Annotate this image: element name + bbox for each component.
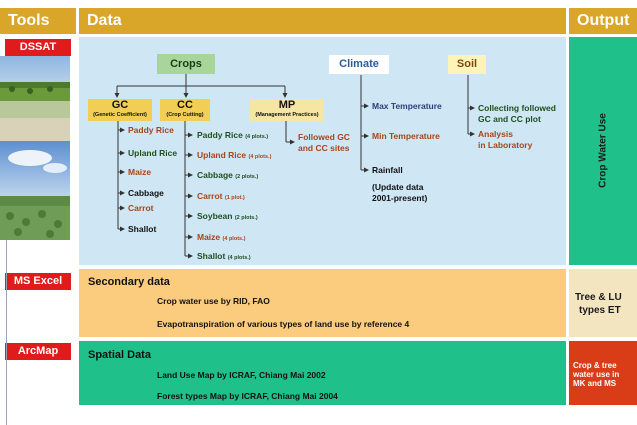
primary-data-panel bbox=[79, 37, 566, 265]
cc-subtitle: (Crop Cutting) bbox=[166, 112, 204, 118]
mp-note: Followed GC and CC sites bbox=[298, 132, 350, 153]
gc-item-carrot: Carrot bbox=[128, 203, 154, 213]
secondary-line-2: Evapotranspiration of various types of l… bbox=[157, 319, 410, 329]
gc-subtitle: (Genetic Coefficient) bbox=[93, 112, 147, 118]
cc-item-soybean: Soybean (2 plots.) bbox=[197, 211, 258, 221]
climate-item-min-temperature: Min Temperature bbox=[372, 131, 440, 141]
soil-item-collecting: Collecting followed GC and CC plot bbox=[478, 103, 556, 124]
gc-item-shallot: Shallot bbox=[128, 224, 157, 234]
output-crop-water-use-panel bbox=[569, 37, 637, 265]
spatial-title: Spatial Data bbox=[88, 349, 151, 361]
output-tree-lu-panel bbox=[569, 269, 637, 337]
secondary-title: Secondary data bbox=[88, 276, 170, 288]
gc-item-cabbage: Cabbage bbox=[128, 188, 164, 198]
soil-chip: Soil bbox=[448, 55, 486, 74]
secondary-line-1: Crop water use by RID, FAO bbox=[157, 296, 270, 306]
cc-item-carrot: Carrot (1 plot.) bbox=[197, 191, 245, 201]
climate-chip: Climate bbox=[329, 55, 389, 74]
climate-note: (Update data 2001-present) bbox=[372, 182, 428, 203]
tool-dssat: DSSAT bbox=[5, 39, 71, 56]
spatial-data-panel bbox=[79, 341, 566, 405]
gc-item-paddy-rice: Paddy Rice bbox=[128, 125, 174, 135]
tool-ms-excel: MS Excel bbox=[5, 273, 71, 290]
gc-item-maize: Maize bbox=[128, 167, 152, 177]
cc-item-cabbage: Cabbage (2 plots.) bbox=[197, 170, 259, 180]
mp-chip: MP (Management Practices) bbox=[250, 99, 324, 121]
output-header: Output bbox=[569, 8, 637, 34]
cc-item-shallot: Shallot (4 plots.) bbox=[197, 251, 251, 261]
output-crop-tree-panel bbox=[569, 341, 637, 405]
mp-subtitle: (Management Practices) bbox=[255, 112, 319, 118]
spatial-line-1: Land Use Map by ICRAF, Chiang Mai 2002 bbox=[157, 370, 326, 380]
output-crop-water-use-label: Crop Water Use bbox=[597, 113, 609, 188]
cc-item-upland-rice: Upland Rice (4 plots.) bbox=[197, 150, 272, 160]
cc-chip: CC (Crop Cutting) bbox=[160, 99, 210, 121]
output-tree-lu-label: Tree & LU types ET bbox=[575, 292, 622, 316]
tools-header: Tools bbox=[0, 8, 76, 34]
cc-title: CC bbox=[177, 99, 193, 111]
gc-title: GC bbox=[111, 99, 129, 111]
climate-item-max-temperature: Max Temperature bbox=[372, 101, 442, 111]
field-photo-illustration bbox=[0, 56, 70, 240]
gc-item-upland-rice: Upland Rice bbox=[128, 148, 178, 158]
output-crop-tree-label: Crop & tree water use in MK and MS bbox=[573, 361, 620, 388]
crops-chip: Crops bbox=[157, 54, 215, 74]
climate-item-rainfall: Rainfall bbox=[372, 165, 403, 175]
tool-arcmap: ArcMap bbox=[5, 343, 71, 360]
gc-chip: GC (Genetic Coefficient) bbox=[88, 99, 152, 121]
mp-title: MP bbox=[278, 99, 296, 111]
secondary-data-panel bbox=[79, 269, 566, 337]
spatial-line-2: Forest types Map by ICRAF, Chiang Mai 20… bbox=[157, 391, 338, 401]
soil-item-analysis: Analysis in Laboratory bbox=[478, 129, 533, 150]
data-header: Data bbox=[79, 8, 566, 34]
tools-divider bbox=[6, 240, 7, 425]
cc-item-paddy-rice: Paddy Rice (4 plots.) bbox=[197, 130, 269, 140]
cc-item-maize: Maize (4 plots.) bbox=[197, 232, 246, 242]
